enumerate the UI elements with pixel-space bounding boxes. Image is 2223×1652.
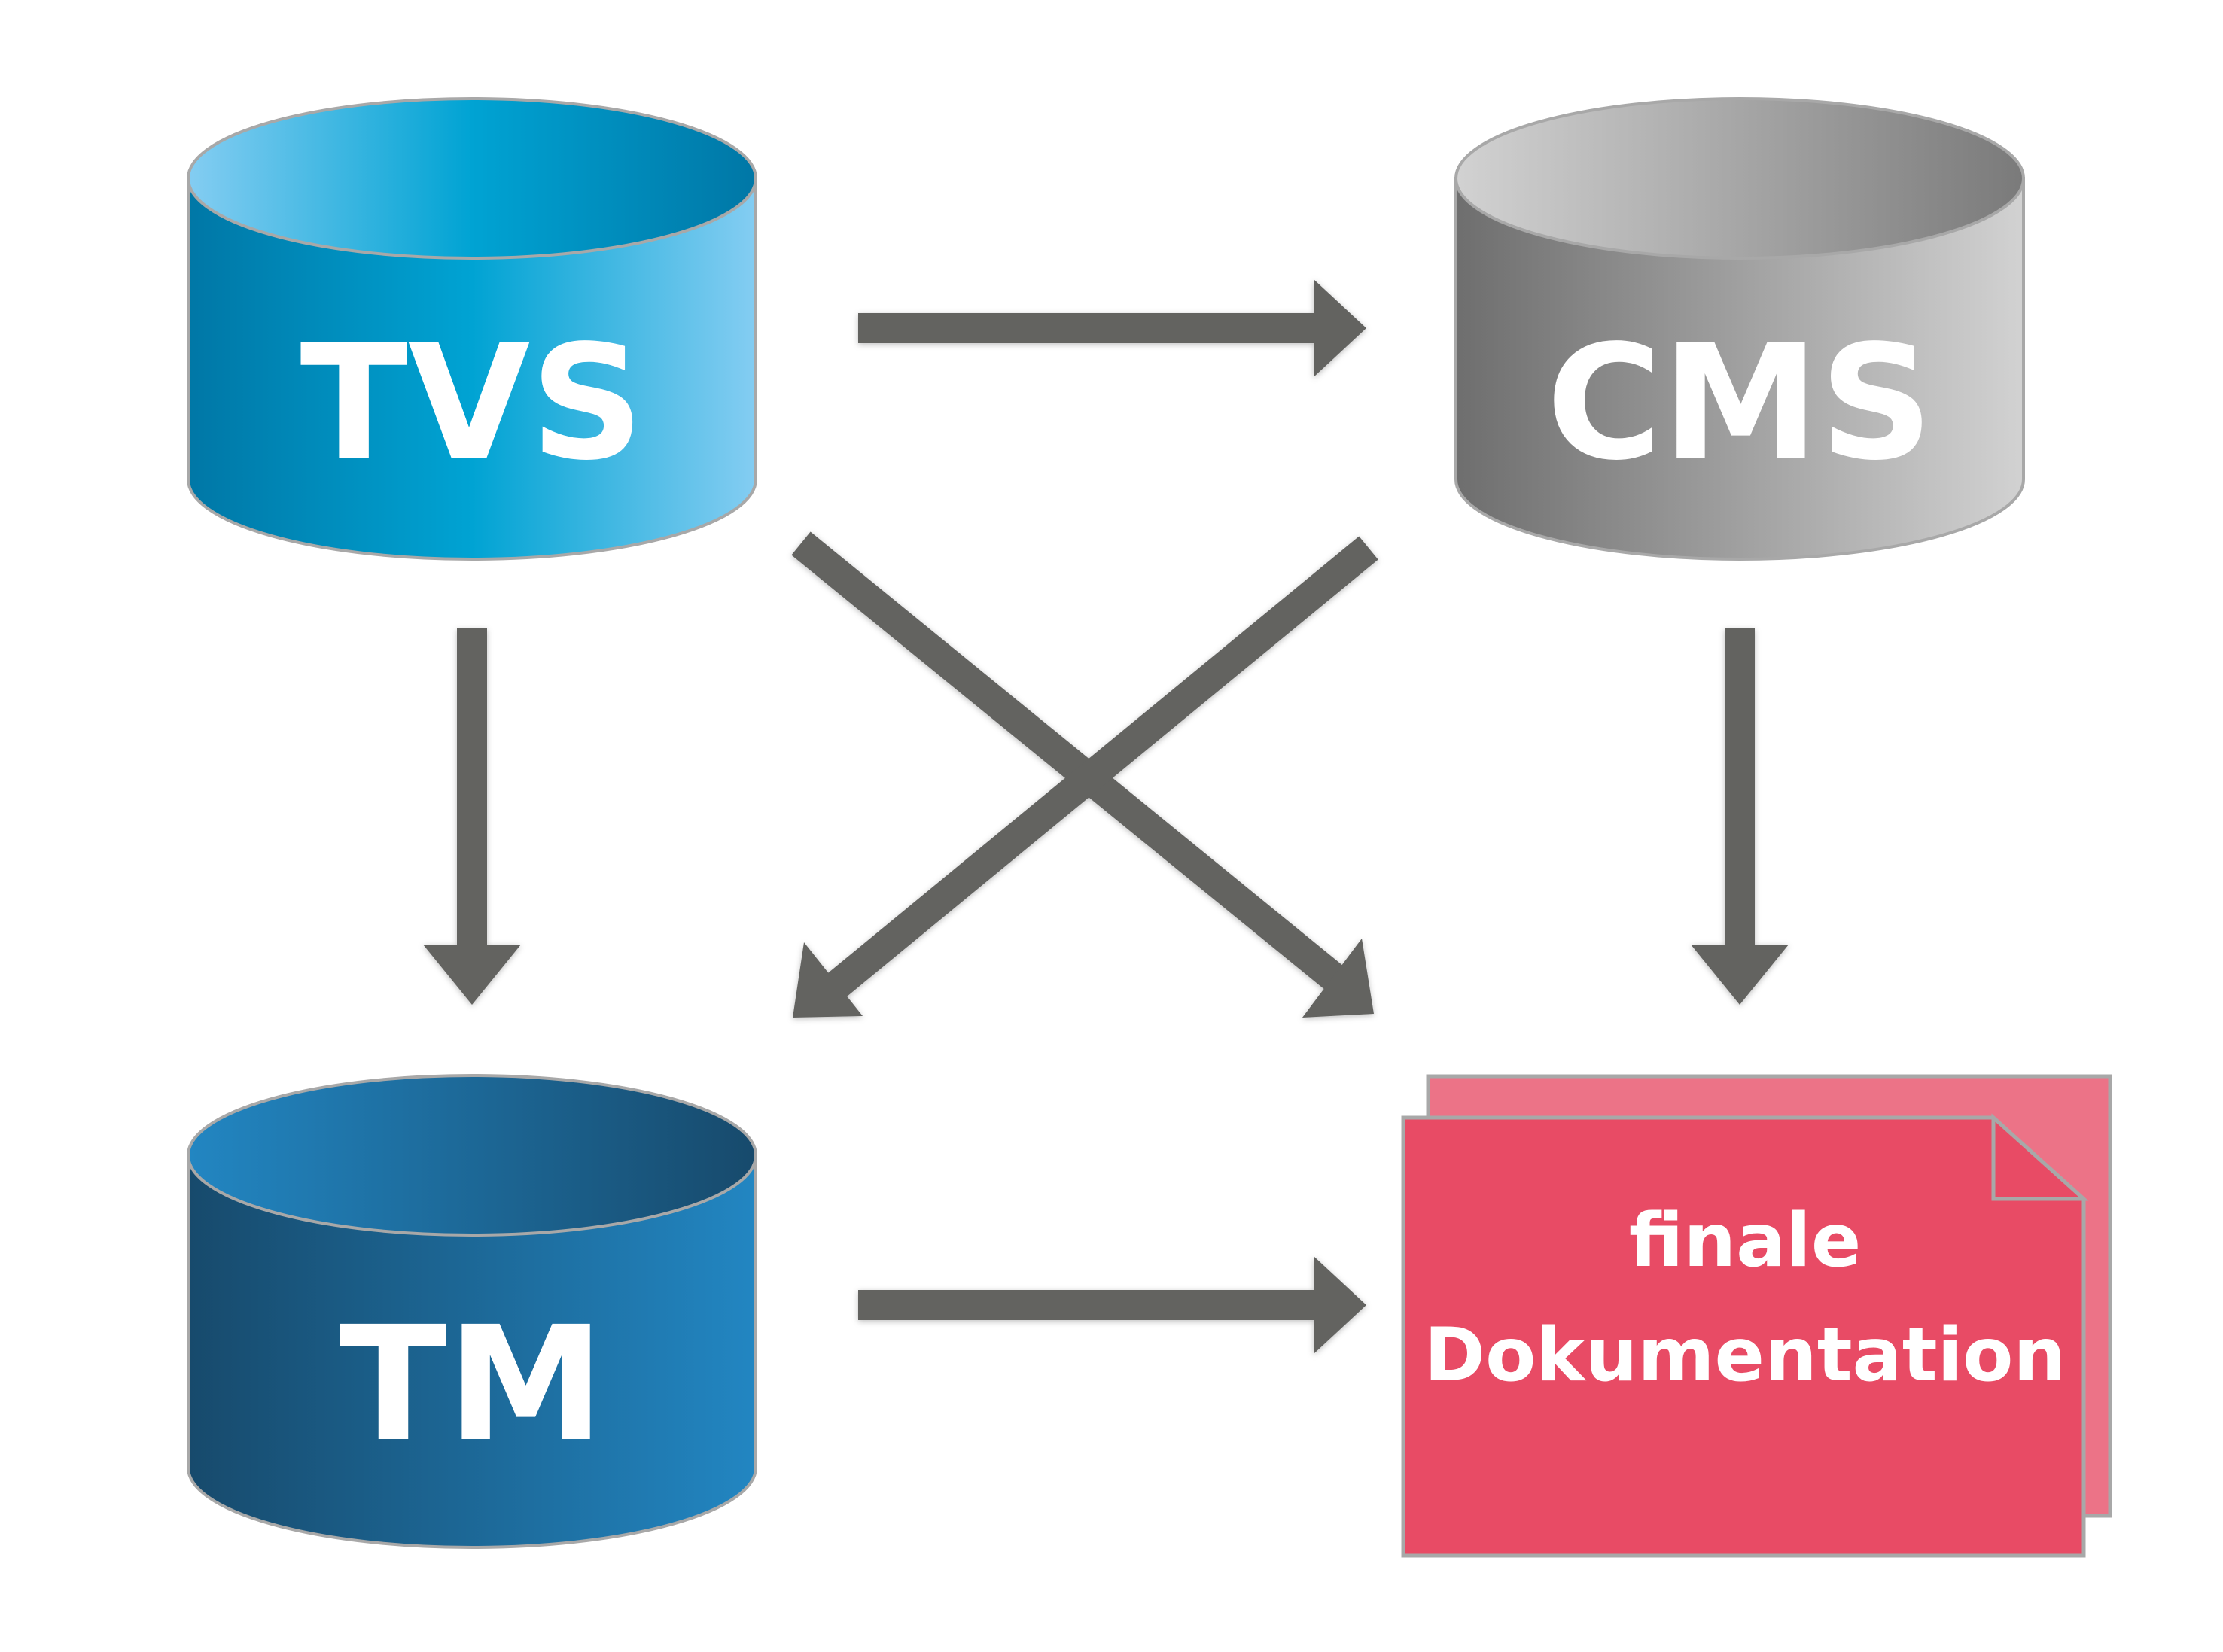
arrow-cms-to-tm (793, 536, 1378, 1018)
arrow-tvs-to-cms (858, 279, 1366, 377)
documentation-label-line2: Dokumentation (1424, 1313, 2066, 1398)
arrow-tvs-to-tm (423, 628, 521, 1005)
tm-label: TM (340, 1292, 604, 1477)
arrow-cms-to-documentation (1691, 628, 1789, 1005)
cms-database: CMS (1454, 97, 2025, 561)
page-fold-icon (1991, 1113, 2089, 1201)
arrows (423, 279, 1789, 1354)
documentation-front-page (1401, 1115, 2086, 1558)
cms-label: CMS (1546, 311, 1933, 495)
tvs-label: TVS (300, 311, 644, 495)
tvs-database: TVS (187, 97, 757, 561)
arrow-tm-to-documentation (858, 1256, 1366, 1354)
documentation-label-line1: finale (1629, 1198, 1862, 1284)
arrow-tvs-to-documentation (791, 531, 1374, 1018)
tm-database: TM (187, 1074, 757, 1549)
final-documentation: finale Dokumentation (1401, 1074, 2112, 1558)
